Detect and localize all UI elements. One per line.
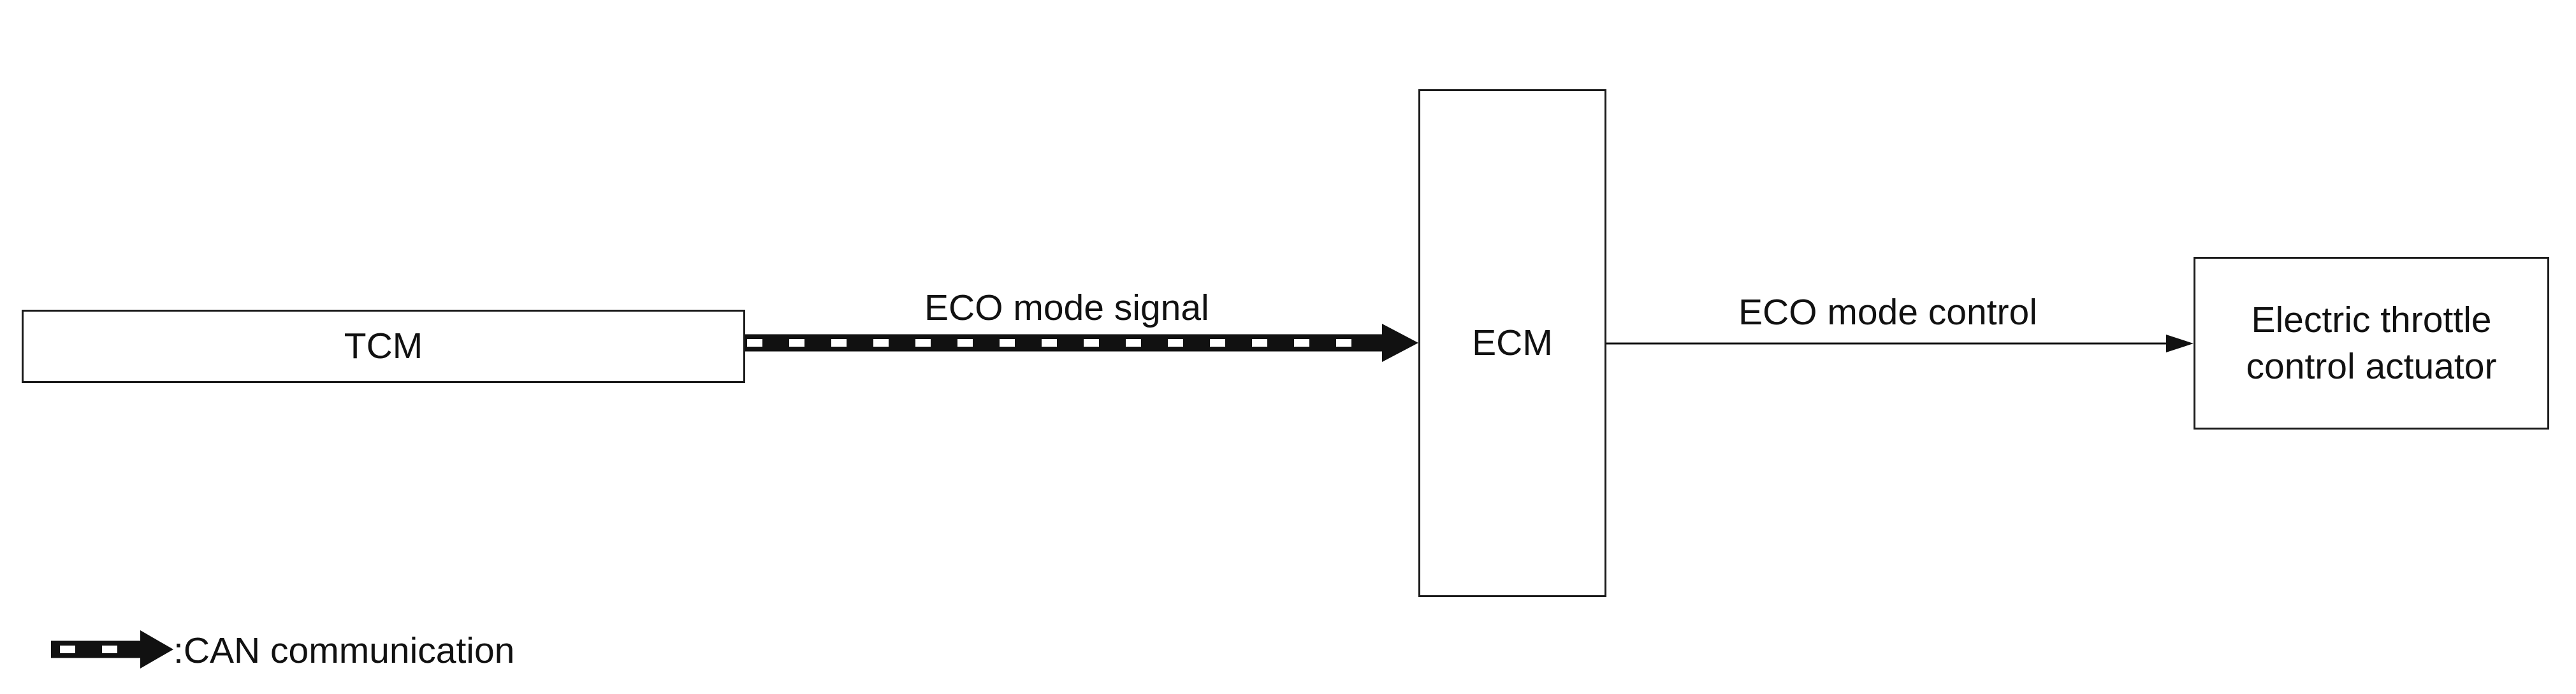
ecm-node: ECM bbox=[1418, 89, 1606, 597]
eco-mode-control-label: ECO mode control bbox=[1738, 292, 2037, 333]
legend-can-symbol bbox=[51, 630, 173, 669]
eco-mode-signal-label: ECO mode signal bbox=[924, 287, 1209, 328]
control-arrowhead bbox=[2166, 335, 2194, 352]
throttle-actuator-node: Electric throttle control actuator bbox=[2194, 257, 2549, 430]
can-bus-arrow bbox=[745, 324, 1418, 362]
throttle-actuator-label-line1: Electric throttle bbox=[2251, 299, 2492, 340]
control-arrow bbox=[1606, 335, 2194, 352]
can-bus-arrowhead bbox=[1382, 324, 1418, 362]
throttle-actuator-label-line2: control actuator bbox=[2246, 345, 2497, 387]
legend-can-arrowhead bbox=[140, 630, 173, 669]
tcm-node: TCM bbox=[22, 310, 745, 383]
ecm-label: ECM bbox=[1472, 322, 1553, 364]
legend-can-label: :CAN communication bbox=[173, 630, 515, 671]
throttle-actuator-label: Electric throttle control actuator bbox=[2246, 297, 2497, 390]
tcm-label: TCM bbox=[344, 326, 423, 367]
